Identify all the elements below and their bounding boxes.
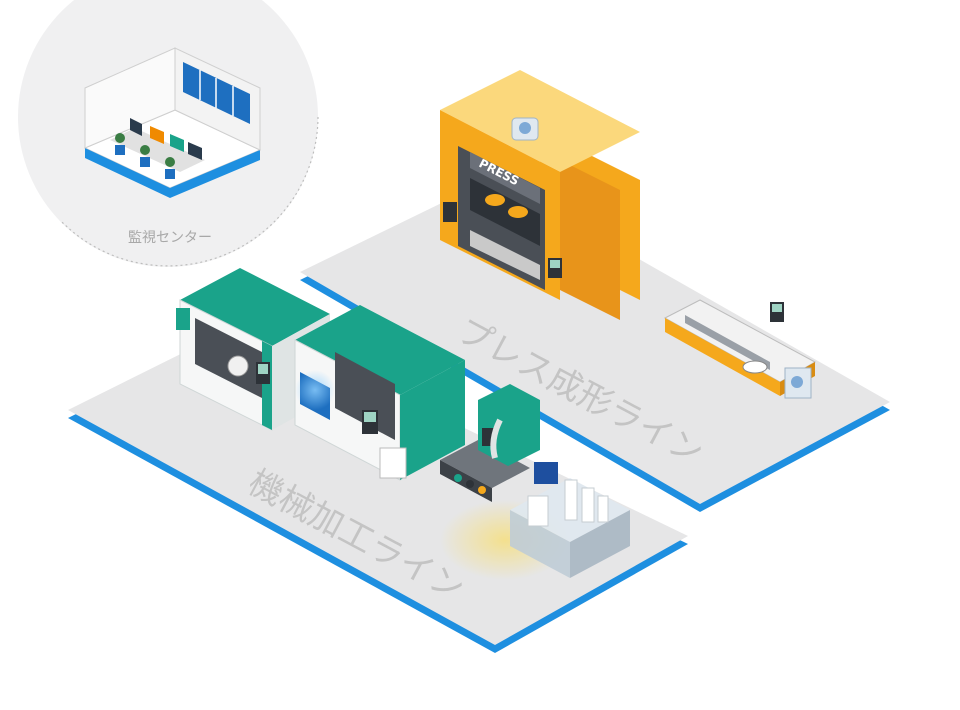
control-panel-icon (443, 202, 562, 278)
monitoring-center-label: 監視センター (128, 229, 212, 246)
cnc-machine-icon (294, 305, 465, 481)
robot-arm-icon (440, 384, 540, 502)
press-line-platform (300, 177, 890, 512)
wall-monitor-icon (183, 62, 250, 124)
conveyor-icon (663, 299, 817, 399)
monitoring-center: 監視センター (18, 0, 319, 267)
press-machine-icon: PRESS (440, 70, 640, 320)
operator-desks (110, 118, 205, 179)
inspection-unit-icon (510, 462, 630, 578)
